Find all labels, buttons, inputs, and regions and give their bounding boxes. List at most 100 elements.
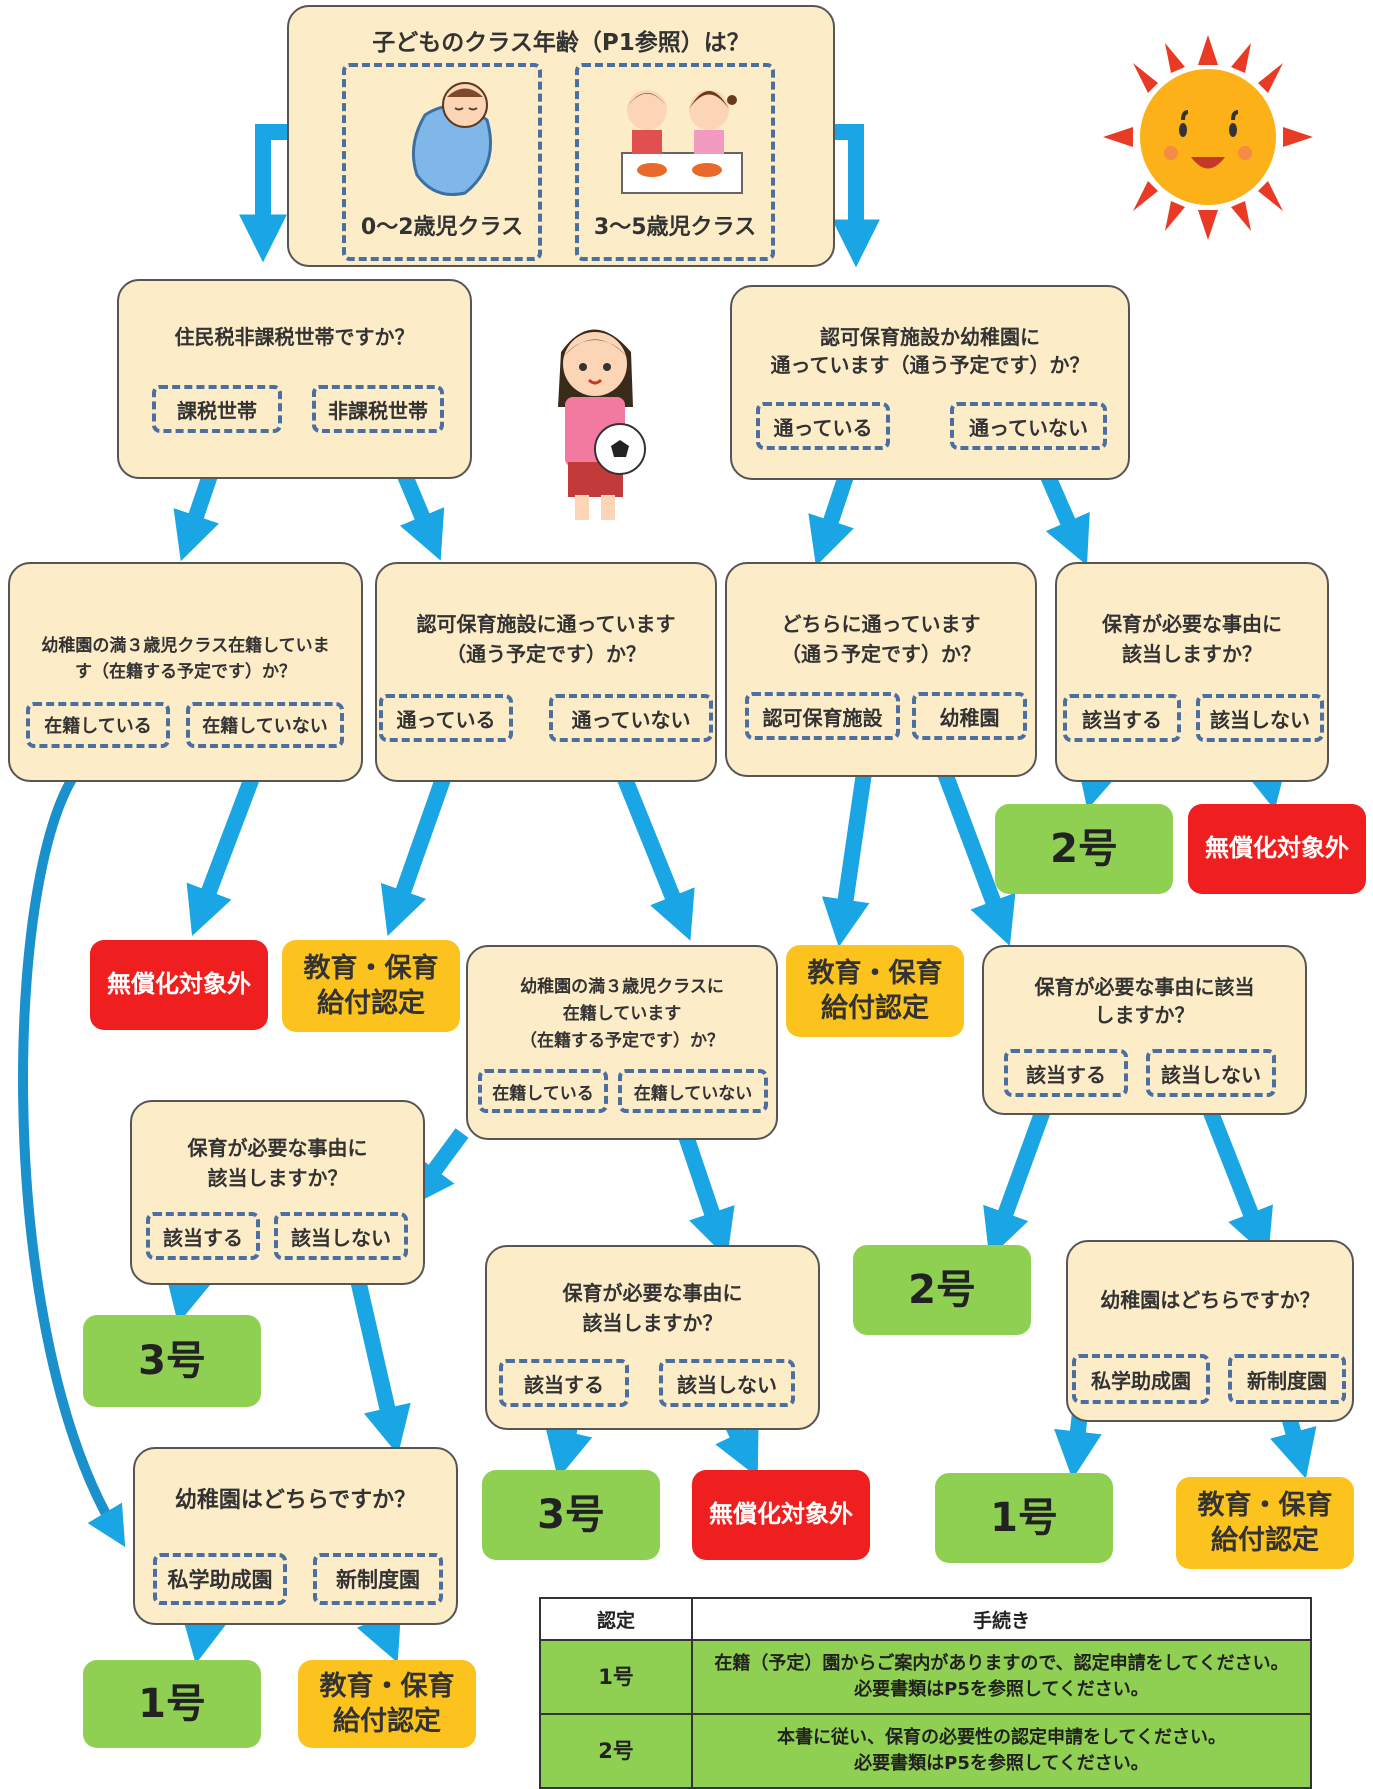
option-need-d-no[interactable]: 該当しない [659,1359,795,1407]
question-age: 子どものクラス年齢（P1参照）は？ 0～2歳児クラス 3～5歳児クラス [287,5,835,267]
legend-row2-desc: 本書に従い、保育の必要性の認定申請をしてください。 必要書類はP5を参照してくだ… [691,1713,1312,1789]
option-attending[interactable]: 通っている [756,402,890,450]
option-not-attending[interactable]: 通っていない [950,402,1107,450]
option-nursery-attending[interactable]: 通っている [379,694,513,742]
legend-row2-line1: 本書に従い、保育の必要性の認定申請をしてください。 [777,1726,1226,1748]
option-kindergarten[interactable]: 幼稚園 [912,692,1027,740]
option-enrolled[interactable]: 在籍している [26,702,170,748]
legend-row-2: 2号 本書に従い、保育の必要性の認定申請をしてください。 必要書類はP5を参照し… [539,1713,1312,1789]
question-kinder-3yr-b-line1: 幼稚園の満３歳児クラスに [520,977,724,997]
question-kind-a-title: 幼稚園はどちらですか？ [174,1488,417,1513]
question-kinder-3yr-b-line3: （在籍する予定です）か？ [520,1031,724,1051]
option-need-b-no[interactable]: 該当しない [1146,1049,1276,1097]
certification-legend-table: 認定 手続き 1号 在籍（予定）園からご案内がありますので、認定申請をしてくださ… [539,1597,1312,1789]
question-need-d-line1: 保育が必要な事由に [562,1281,743,1305]
question-need-b-line2: しますか？ [1094,1003,1195,1027]
result-edu-c-line1: 教育・保育 [1197,1489,1333,1521]
question-need-childcare-d: 保育が必要な事由に 該当しますか？ 該当する 該当しない [485,1245,820,1430]
question-need-c-line2: 該当しますか？ [207,1166,348,1190]
result-edu-d-line1: 教育・保育 [319,1670,455,1702]
question-kinder-3yr-line1: 幼稚園の満３歳児クラス在籍していま [41,636,330,656]
option-age-0-2-label: 0～2歳児クラス [360,215,524,240]
question-nursery-line1: 認可保育施設に通っています [416,612,676,636]
question-tax-title: 住民税非課税世帯ですか？ [174,325,415,349]
question-which-facility: どちらに通っています （通う予定です）か？ 認可保育施設 幼稚園 [725,562,1037,777]
question-tax: 住民税非課税世帯ですか？ 課税世帯 非課税世帯 [117,279,472,479]
result-edu-b: 教育・保育給付認定 [786,945,964,1037]
question-kind-b-title: 幼稚園はどちらですか？ [1100,1288,1320,1312]
sun-illustration [1103,35,1313,240]
question-kinder-3yr-line2: す（在籍する予定です）か？ [75,662,296,682]
result-excluded-b: 無償化対象外 [90,940,268,1030]
question-attend: 認可保育施設か幼稚園に 通っています（通う予定です）か？ 通っている 通っていな… [730,285,1130,480]
legend-row1-desc: 在籍（予定）園からご案内がありますので、認定申請をしてください。 必要書類はP5… [691,1639,1312,1715]
option-non-taxed[interactable]: 非課税世帯 [312,385,444,433]
result-edu-d-line2: 給付認定 [333,1706,441,1737]
question-kinder-3yr: 幼稚園の満３歳児クラス在籍していま す（在籍する予定です）か？ 在籍している 在… [8,562,363,782]
option-need-c-no[interactable]: 該当しない [274,1212,408,1260]
legend-header-type: 認定 [539,1597,693,1641]
legend-row-1: 1号 在籍（予定）園からご案内がありますので、認定申請をしてください。 必要書類… [539,1639,1312,1715]
option-kind-b-private[interactable]: 私学助成園 [1072,1354,1210,1404]
question-need-childcare-b: 保育が必要な事由に該当 しますか？ 該当する 該当しない [982,945,1307,1115]
question-need-c-line1: 保育が必要な事由に [187,1136,368,1160]
option-b-not-enrolled[interactable]: 在籍していない [618,1069,768,1113]
question-need-b-line1: 保育が必要な事由に該当 [1034,975,1255,999]
question-need-a-line2: 該当しますか？ [1122,642,1262,666]
result-excluded-a: 無償化対象外 [1188,804,1366,894]
question-need-childcare-c: 保育が必要な事由に 該当しますか？ 該当する 該当しない [130,1100,425,1285]
question-kinder-3yr-b: 幼稚園の満３歳児クラスに 在籍しています （在籍する予定です）か？ 在籍している… [466,945,778,1140]
legend-row1-key: 1号 [539,1639,693,1715]
question-nursery: 認可保育施設に通っています （通う予定です）か？ 通っている 通っていない [375,562,717,782]
result-no2-b: 2号 [853,1245,1031,1335]
result-edu-d: 教育・保育給付認定 [298,1660,476,1748]
baby-illustration [411,82,492,196]
option-kind-b-new-system[interactable]: 新制度園 [1228,1354,1346,1404]
option-age-3-5-label: 3～5歳児クラス [593,215,757,240]
result-edu-b-line1: 教育・保育 [807,957,943,989]
legend-row2-key: 2号 [539,1713,693,1789]
result-edu-a: 教育・保育給付認定 [282,940,460,1032]
question-nursery-line2: （通う予定です）か？ [446,642,646,666]
option-kind-a-new-system[interactable]: 新制度園 [313,1553,443,1605]
kids-eating-illustration [621,90,743,194]
legend-header-procedure: 手続き [691,1597,1312,1641]
question-kinder-3yr-b-line2: 在籍しています [562,1004,682,1024]
option-need-a-no[interactable]: 該当しない [1196,694,1324,742]
question-age-title: 子どものクラス年齢（P1参照）は？ [372,30,750,56]
question-need-d-line2: 該当しますか？ [582,1311,723,1335]
result-no1-a: 1号 [935,1473,1113,1563]
option-not-enrolled[interactable]: 在籍していない [186,702,344,748]
legend-row2-line2: 必要書類はP5を参照してください。 [854,1753,1149,1774]
result-no1-b: 1号 [83,1660,261,1748]
option-nursery-not-attending[interactable]: 通っていない [549,694,713,742]
option-need-d-yes[interactable]: 該当する [499,1359,629,1407]
option-taxed[interactable]: 課税世帯 [152,385,282,433]
option-kind-a-private[interactable]: 私学助成園 [153,1553,287,1605]
question-kindergarten-type-b: 幼稚園はどちらですか？ 私学助成園 新制度園 [1066,1240,1354,1422]
result-no2-a: 2号 [995,804,1173,894]
result-edu-b-line2: 給付認定 [821,993,929,1024]
question-need-a-line1: 保育が必要な事由に [1102,612,1282,636]
result-no3-b: 3号 [482,1470,660,1560]
question-attend-line2: 通っています（通う予定です）か？ [770,353,1090,377]
option-licensed-nursery[interactable]: 認可保育施設 [745,692,900,740]
option-need-b-yes[interactable]: 該当する [1004,1049,1128,1097]
result-no3-a: 3号 [83,1315,261,1407]
question-kindergarten-type-a: 幼稚園はどちらですか？ 私学助成園 新制度園 [133,1447,458,1625]
option-b-enrolled[interactable]: 在籍している [478,1069,608,1113]
question-need-childcare-a: 保育が必要な事由に 該当しますか？ 該当する 該当しない [1055,562,1329,782]
question-attend-line1: 認可保育施設か幼稚園に [820,325,1040,349]
legend-row1-line1: 在籍（予定）園からご案内がありますので、認定申請をしてください。 [714,1652,1289,1674]
result-edu-c: 教育・保育給付認定 [1176,1477,1354,1569]
result-edu-a-line1: 教育・保育 [303,952,439,984]
girl-with-ball-illustration [558,329,646,520]
question-which-line1: どちらに通っています [781,612,981,636]
option-need-c-yes[interactable]: 該当する [146,1212,260,1260]
result-edu-c-line2: 給付認定 [1211,1525,1319,1556]
question-which-line2: （通う予定です）か？ [781,642,981,666]
option-need-a-yes[interactable]: 該当する [1063,694,1181,742]
result-excluded-c: 無償化対象外 [692,1470,870,1560]
result-edu-a-line2: 給付認定 [317,988,425,1019]
legend-row1-line2: 必要書類はP5を参照してください。 [854,1679,1149,1700]
